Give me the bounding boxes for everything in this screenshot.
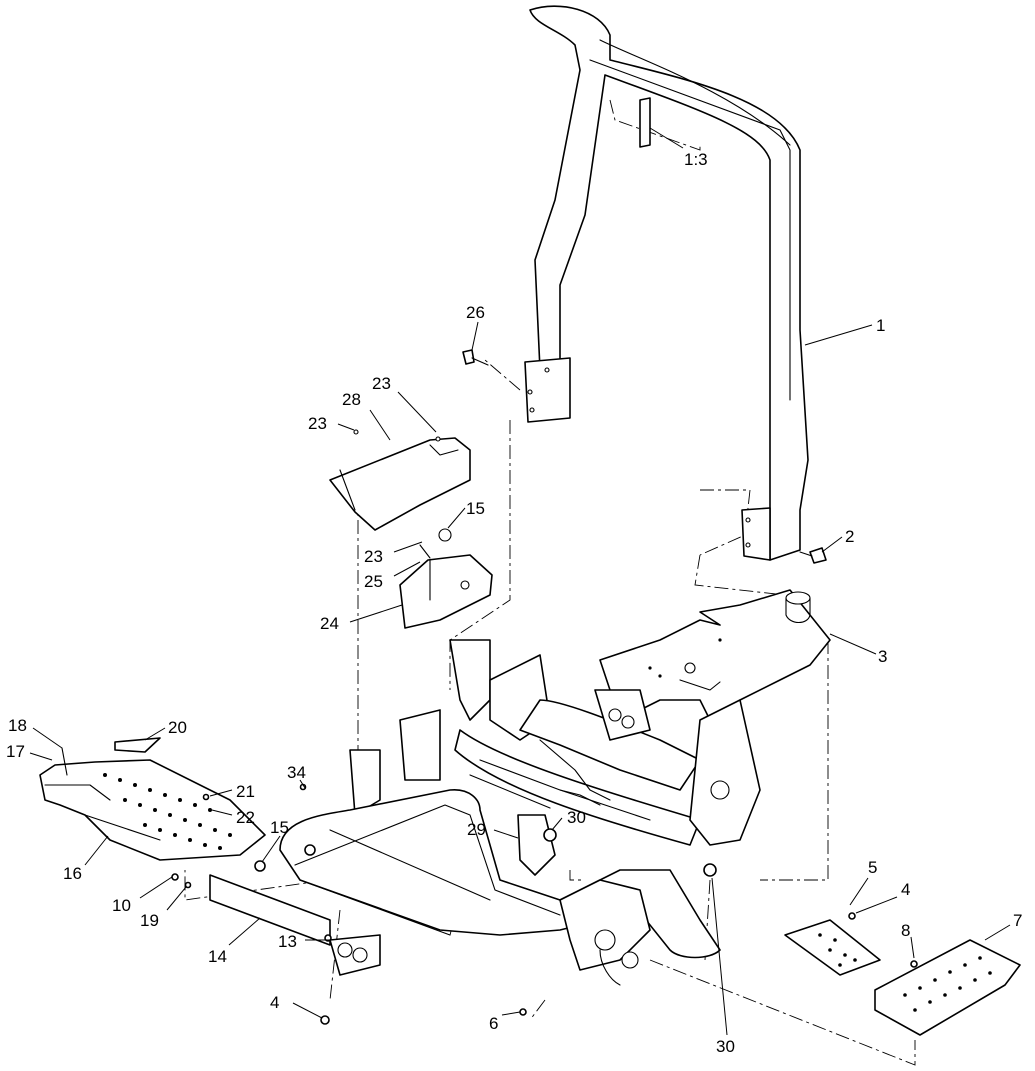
callout-23-top: 23 (372, 374, 391, 393)
callout-8: 8 (901, 921, 910, 940)
callout-3: 3 (878, 647, 887, 666)
fasteners (171, 783, 918, 1025)
callout-1: 1 (876, 316, 885, 335)
callout-10: 10 (112, 896, 131, 915)
callout-24: 24 (320, 614, 339, 633)
callout-21: 21 (236, 782, 255, 801)
bolt-2 (799, 547, 827, 564)
step-7 (874, 939, 1021, 1036)
step-5 (784, 919, 881, 976)
callout-18: 18 (8, 716, 27, 735)
footrest-16 (39, 737, 266, 861)
callout-29: 29 (467, 820, 486, 839)
callout-labels: 1:3 1 26 23 28 23 15 2 23 25 24 3 18 20 … (6, 150, 1022, 1056)
callout-23-left: 23 (308, 414, 327, 433)
callout-34: 34 (287, 763, 306, 782)
nut-30 (703, 863, 717, 877)
callout-14: 14 (208, 947, 227, 966)
bracket-24 (399, 528, 493, 629)
callout-30-mid: 30 (567, 808, 586, 827)
callout-1-3: 1:3 (684, 150, 708, 169)
callout-4-bottom: 4 (270, 993, 279, 1012)
callout-26: 26 (466, 303, 485, 322)
callout-2: 2 (845, 527, 854, 546)
leader-lines (29, 127, 1011, 1036)
strip-14 (209, 874, 331, 946)
callout-7: 7 (1013, 911, 1022, 930)
rops-hoop (524, 5, 809, 561)
callout-4-right: 4 (901, 880, 910, 899)
top-cover-28 (329, 429, 471, 531)
callout-15-left: 15 (270, 818, 289, 837)
bolt-26 (462, 349, 489, 366)
callout-15-top: 15 (466, 499, 485, 518)
callout-25: 25 (364, 572, 383, 591)
callout-20: 20 (168, 718, 187, 737)
callout-30-bottom: 30 (716, 1037, 735, 1056)
callout-28: 28 (342, 390, 361, 409)
callout-6: 6 (489, 1014, 498, 1033)
bracket-29 (517, 814, 557, 876)
footrest-16-holes (103, 773, 232, 850)
callout-19: 19 (140, 911, 159, 930)
callout-22: 22 (236, 808, 255, 827)
callout-17: 17 (6, 742, 25, 761)
callout-23-mid: 23 (364, 547, 383, 566)
callout-5: 5 (868, 858, 877, 877)
callout-13: 13 (278, 932, 297, 951)
callout-16: 16 (63, 864, 82, 883)
chassis-frame (279, 639, 761, 986)
